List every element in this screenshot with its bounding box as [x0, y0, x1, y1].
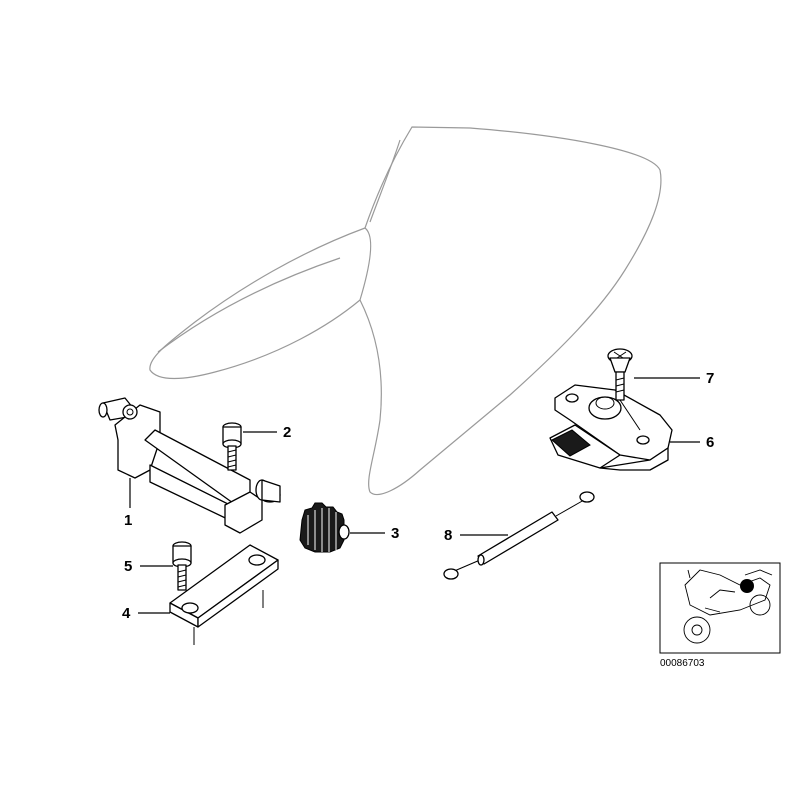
part-2-screw[interactable]: [222, 422, 242, 471]
part-8-cable[interactable]: [443, 491, 595, 580]
callout-2[interactable]: 2: [283, 424, 291, 441]
location-dot-icon: [740, 579, 754, 593]
seat-outline: [149, 126, 662, 496]
callout-6[interactable]: 6: [706, 434, 714, 451]
part-7-screw[interactable]: [607, 348, 633, 401]
screw-axis-line: [619, 399, 641, 431]
part-3-gear[interactable]: [299, 502, 350, 553]
thumbnail-part-number: 00086703: [660, 658, 705, 669]
callout-1[interactable]: 1: [124, 512, 132, 529]
motorcycle-thumbnail: 00086703: [659, 562, 781, 669]
callout-5[interactable]: 5: [124, 558, 132, 575]
callout-8[interactable]: 8: [444, 527, 452, 544]
callout-4[interactable]: 4: [122, 605, 131, 622]
part-1-bracket[interactable]: [98, 397, 281, 534]
part-4-plate[interactable]: [169, 544, 279, 628]
callout-7[interactable]: 7: [706, 370, 714, 387]
callout-3[interactable]: 3: [391, 525, 399, 542]
part-6-latch[interactable]: [549, 384, 673, 471]
part-5-screw[interactable]: [172, 541, 192, 591]
